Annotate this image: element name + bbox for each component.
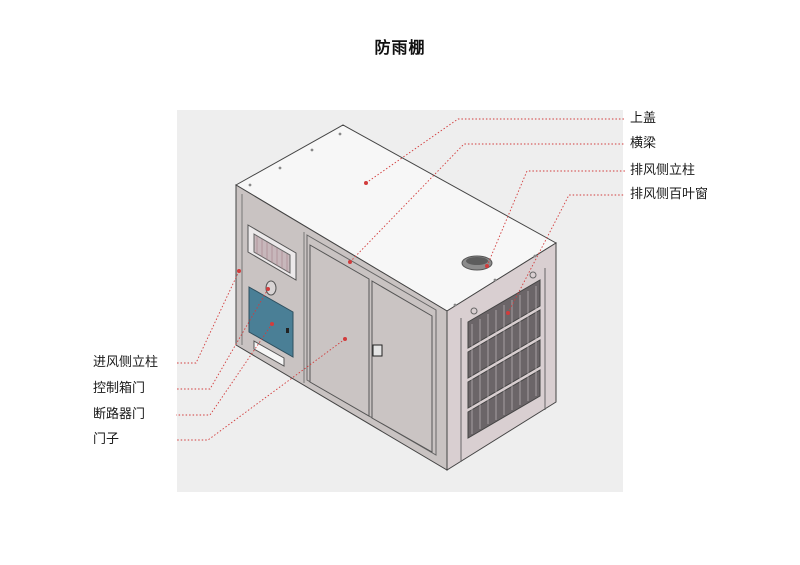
label-top-cover: 上盖 bbox=[630, 111, 657, 126]
label-breaker-door: 断路器门 bbox=[93, 407, 146, 422]
label-intake-pillar: 进风侧立柱 bbox=[93, 355, 159, 370]
diagram-title: 防雨棚 bbox=[374, 38, 426, 57]
breaker-door bbox=[265, 280, 277, 296]
control-box-door bbox=[248, 286, 294, 358]
intake-slot bbox=[253, 340, 285, 367]
label-exhaust-louver: 排风侧百叶窗 bbox=[630, 187, 709, 202]
main-door-frame bbox=[306, 234, 437, 456]
roof-bolts bbox=[248, 132, 537, 307]
label-control-box-door: 控制箱门 bbox=[93, 381, 146, 396]
main-door-right-leaf bbox=[371, 280, 433, 453]
main-door-left-leaf bbox=[309, 244, 370, 417]
door-handle bbox=[372, 344, 383, 357]
leader-lines bbox=[176, 118, 625, 441]
label-door-leaf: 门子 bbox=[93, 432, 120, 447]
label-cross-beam: 横梁 bbox=[630, 136, 657, 151]
leader-dots bbox=[237, 181, 510, 341]
label-exhaust-pillar: 排风侧立柱 bbox=[630, 163, 696, 178]
